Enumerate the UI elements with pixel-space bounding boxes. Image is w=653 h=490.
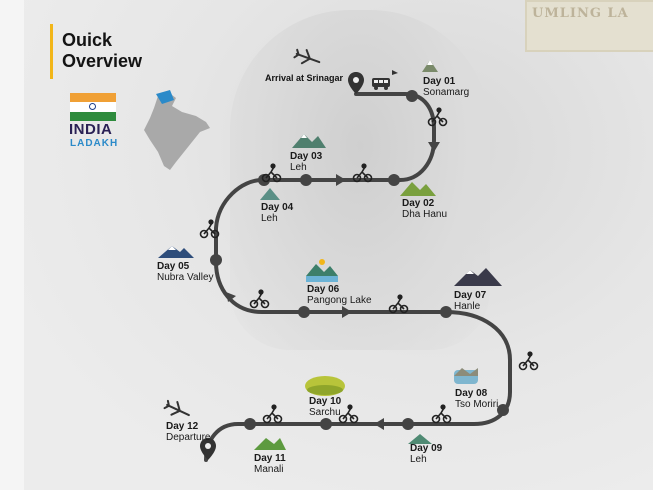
airplane-icon [293,48,321,65]
stop-day: Day 03 [290,151,323,162]
route-node [298,306,310,318]
route-node [388,174,400,186]
stop-place: Pangong Lake [307,295,372,306]
route-node [300,174,312,186]
page-title: Ouick Overview [62,30,143,71]
background-sign-text: UMLING LA [532,6,629,21]
stop-day: Day 06 [307,284,340,295]
stop-day: Day 01 [423,76,456,87]
route-node [320,418,332,430]
stop-day: Day 05 [157,261,190,272]
left-margin [0,0,24,490]
stop-place: Dha Hanu [402,209,448,220]
india-flag-icon [70,93,116,121]
stop-day: Day 11 [254,453,286,464]
stop-day: Day 09 [410,443,443,454]
stop-place: Manali [254,464,284,475]
lake-icon [306,259,338,282]
stop-place: Leh [410,454,427,465]
badge-country: INDIA [69,121,113,138]
route-node [244,418,256,430]
stop-place: Sonamarg [423,87,470,98]
title-accent-bar [50,24,53,79]
stop-place: Leh [261,213,278,224]
airplane-icon [163,399,190,417]
stop-place: Hanle [454,301,481,312]
route-node [210,254,222,266]
stop-day: Day 12 [166,421,199,432]
stop-place: Departure [166,432,211,443]
bus-icon [372,70,398,90]
stop-day: Day 08 [455,388,488,399]
map-pin-icon [200,438,216,460]
mountain-icon [254,438,286,450]
map-pin-icon [348,72,364,94]
arrival-label: Arrival at Srinagar [265,73,344,83]
mountain-icon [400,182,436,196]
stop-day: Day 04 [261,202,294,213]
mountain-icon [408,434,432,444]
stop-day: Day 10 [309,396,342,407]
route-node [440,306,452,318]
grassland-icon [305,376,345,396]
route-node [406,90,418,102]
stop-day: Day 02 [402,198,435,209]
stop-place: Nubra Valley [157,272,214,283]
mountain-icon [422,60,438,72]
route-node [402,418,414,430]
stop-place: Sarchu [309,407,341,418]
background-sign [525,0,653,52]
route-arrow [226,142,440,430]
mountain-icon [158,246,194,258]
mountain-icon [260,188,280,200]
mountain-icon [292,134,326,148]
stop-place: Leh [290,162,307,173]
stop-place: Tso Moriri [455,399,499,410]
motorcycle-icon [199,107,539,424]
lake-icon [454,368,478,384]
india-map-icon [144,90,210,170]
route-node [497,404,509,416]
badge-region: LADAKH [70,138,119,149]
stop-day: Day 07 [454,290,487,301]
mountain-icon [454,268,502,286]
